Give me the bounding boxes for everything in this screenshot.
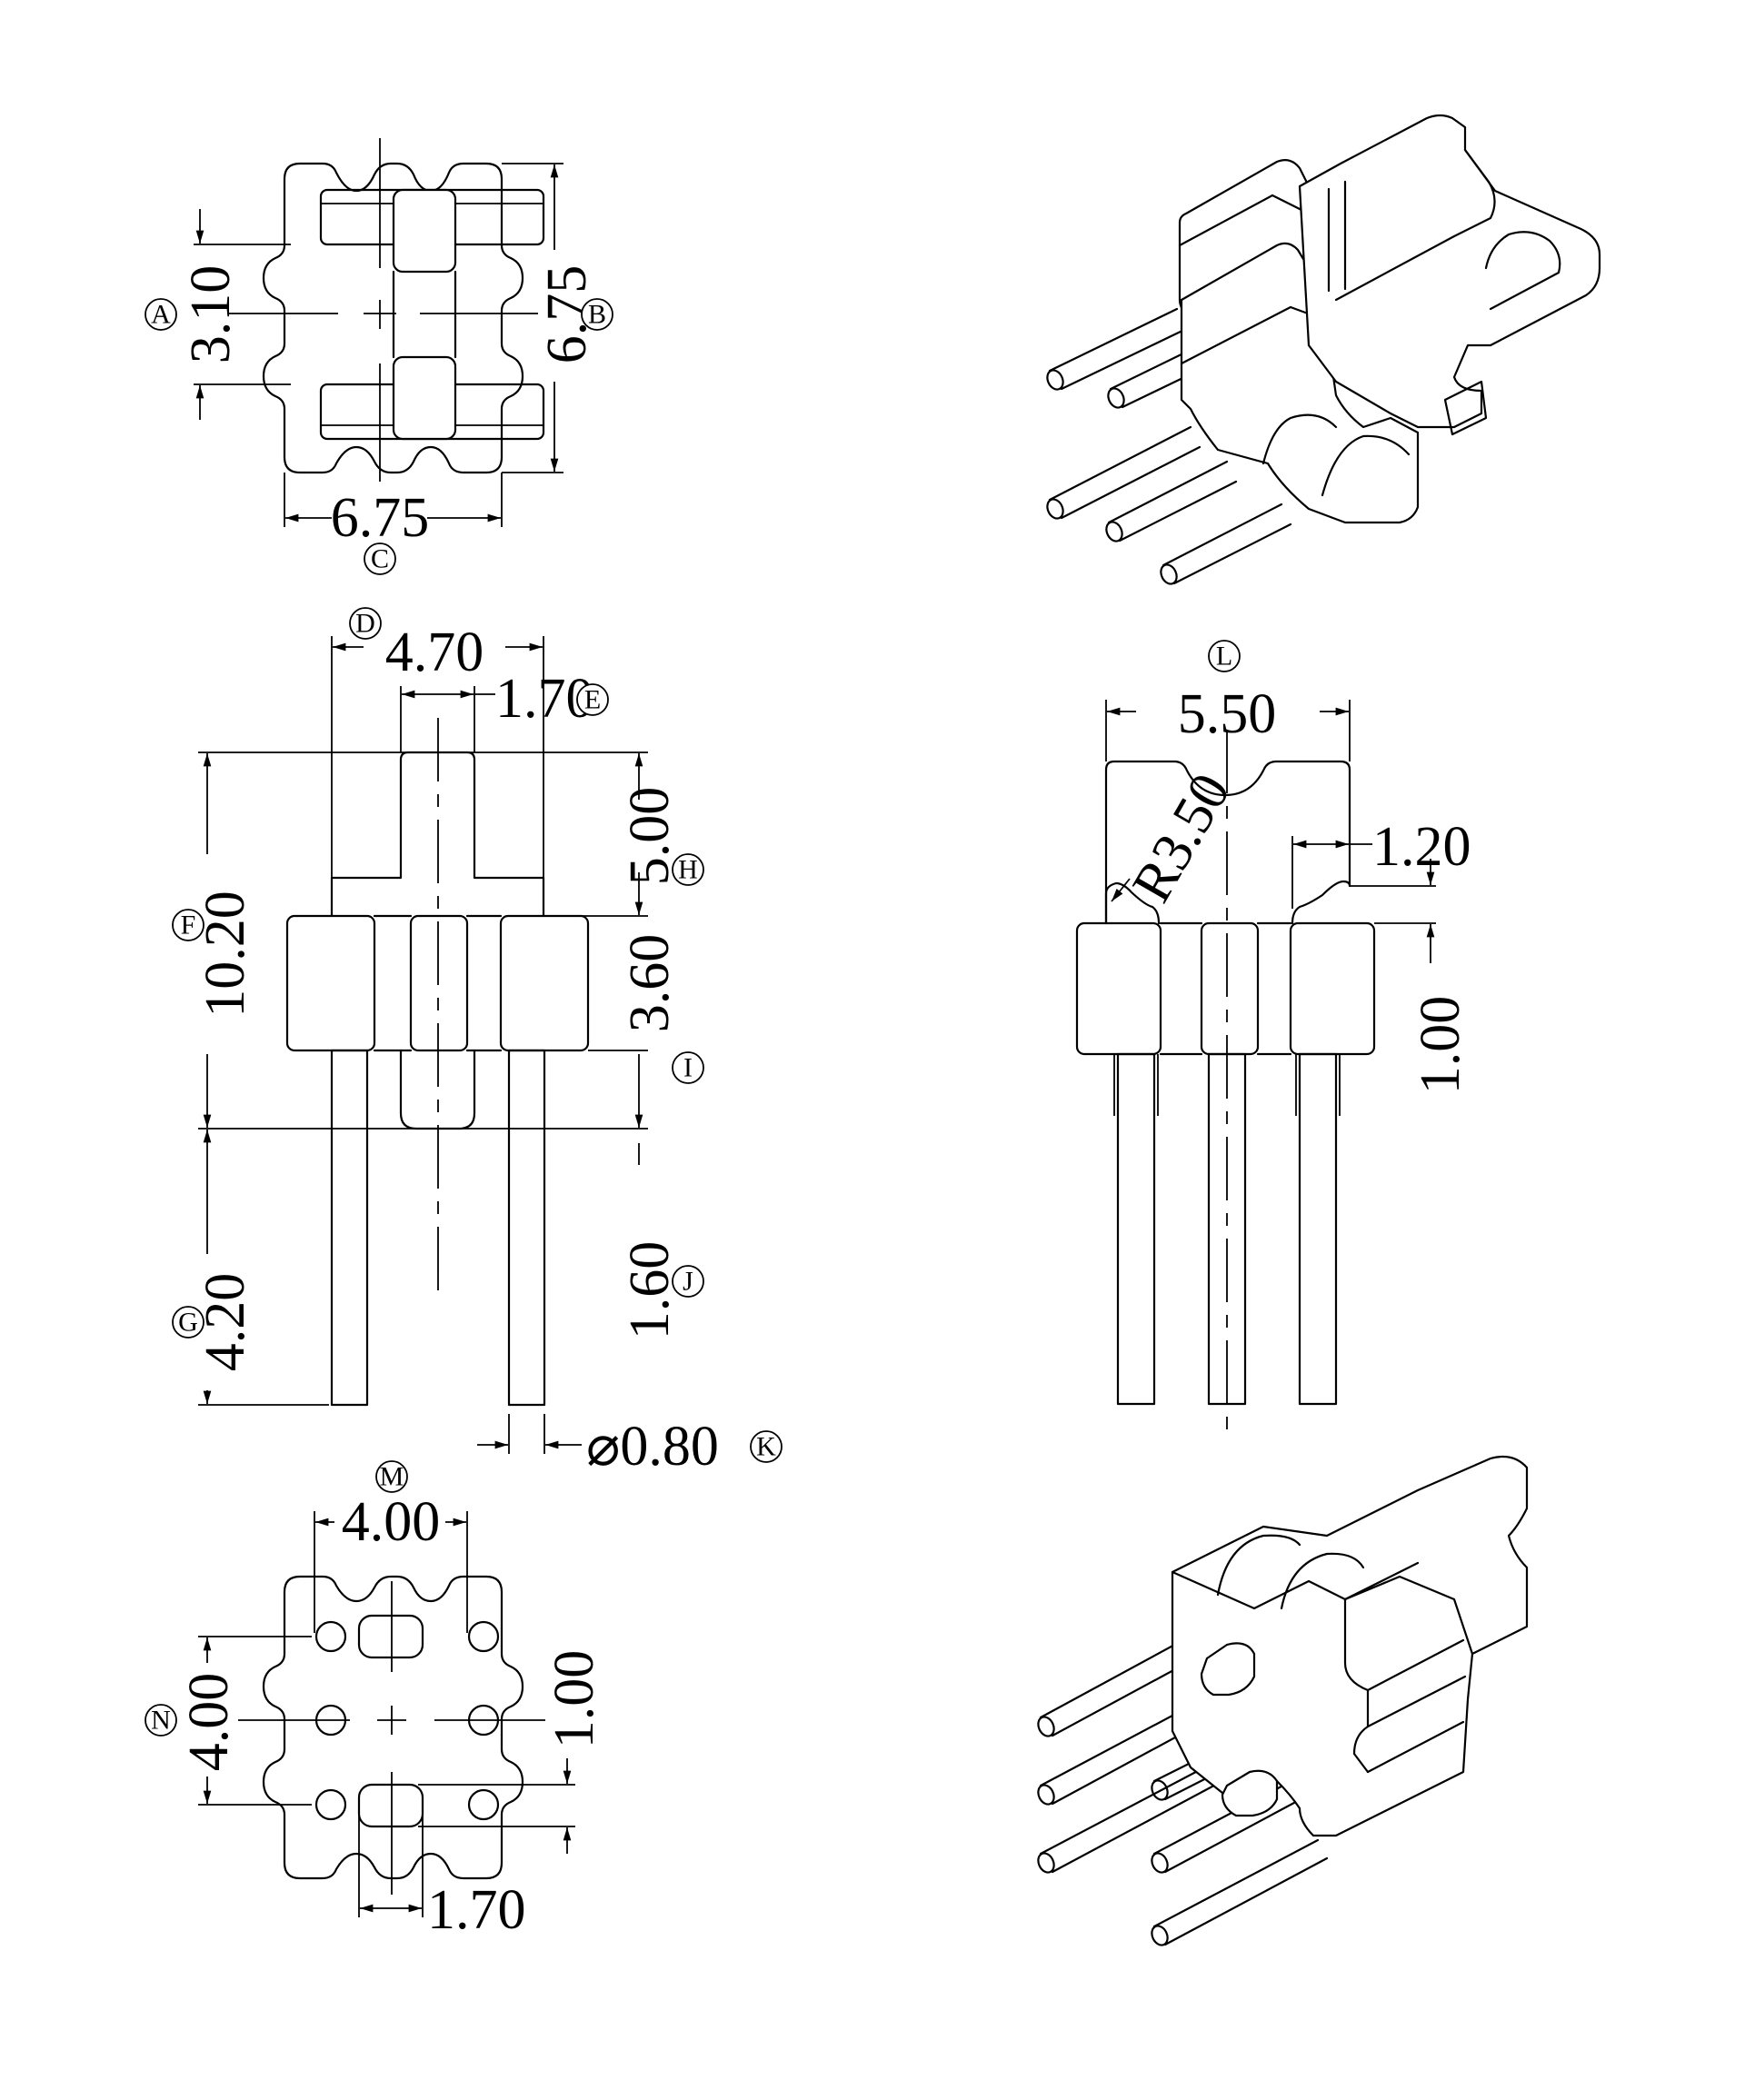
isometric-view-top: [1046, 114, 1601, 585]
label-I: I: [683, 1053, 693, 1083]
label-H-circle: [672, 853, 704, 886]
label-J: J: [683, 1267, 693, 1297]
label-E-circle: [576, 683, 609, 716]
dim-R-value: R3.50: [1121, 763, 1242, 912]
bottom-view: [198, 1511, 575, 1917]
dim-K-value: ⌀0.80: [586, 1416, 719, 1478]
label-C: C: [371, 544, 389, 574]
dim-N-value: 4.00: [178, 1673, 240, 1772]
isometric-view-bottom: [1037, 1455, 1529, 1946]
side-view: [1075, 700, 1436, 1436]
label-E: E: [584, 685, 601, 715]
dim-G-value: 4.20: [194, 1273, 256, 1372]
label-D-circle: [349, 607, 382, 640]
label-K: K: [756, 1432, 776, 1462]
front-view: [198, 636, 648, 1454]
label-A-circle: [145, 298, 177, 331]
label-C-circle: [364, 542, 396, 575]
label-L: L: [1216, 642, 1232, 672]
label-L-circle: [1208, 640, 1241, 672]
pin-left: [330, 1049, 369, 1407]
label-I-circle: [672, 1051, 704, 1084]
dim-I-value: 3.60: [619, 934, 681, 1033]
top-view: [194, 138, 563, 527]
label-J-circle: [672, 1265, 704, 1298]
label-K-circle: [750, 1430, 783, 1463]
dim-D-value: 4.70: [385, 622, 484, 683]
label-H: H: [678, 855, 698, 885]
label-G: G: [178, 1308, 198, 1338]
dim-F-value: 10.20: [194, 891, 256, 1018]
label-N: N: [151, 1706, 171, 1736]
dim-bottom-100-value: 1.00: [543, 1650, 605, 1749]
label-B: B: [588, 300, 606, 330]
label-B-circle: [581, 298, 613, 331]
dim-100-value: 1.00: [1410, 996, 1471, 1095]
pin-right: [507, 1049, 546, 1407]
dim-bottom-170-value: 1.70: [427, 1879, 526, 1941]
label-D: D: [355, 609, 375, 639]
dim-C-value: 6.75: [331, 487, 430, 549]
label-G-circle: [172, 1306, 204, 1339]
label-M: M: [380, 1462, 404, 1492]
label-M-circle: [375, 1460, 408, 1493]
dim-L-value: 5.50: [1178, 683, 1277, 745]
label-N-circle: [145, 1704, 177, 1737]
label-A: A: [151, 300, 171, 330]
label-F-circle: [172, 909, 204, 941]
dim-J-value: 1.60: [619, 1241, 681, 1340]
dim-M-value: 4.00: [342, 1491, 441, 1553]
dim-A-value: 3.10: [180, 265, 242, 364]
dim-H-value: 5.00: [619, 787, 681, 886]
dim-120-value: 1.20: [1372, 816, 1471, 878]
label-F: F: [181, 911, 196, 941]
